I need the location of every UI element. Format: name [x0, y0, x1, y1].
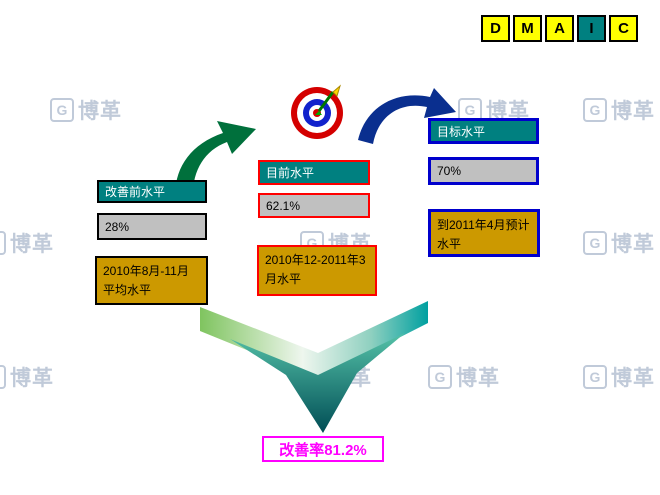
bogee-watermark: G博革 — [0, 362, 54, 392]
before-level-period: 2010年8月-11月平均水平 — [95, 256, 208, 305]
dmaic-phase-bar: D M A I C — [481, 15, 638, 42]
bogee-logo-icon: G — [0, 231, 6, 255]
dmaic-letter-c: C — [609, 15, 638, 42]
before-level-title: 改善前水平 — [97, 180, 207, 203]
target-level-value: 70% — [428, 157, 539, 185]
bogee-logo-icon: G — [583, 98, 607, 122]
bogee-logo-icon: G — [0, 365, 6, 389]
dmaic-letter-d: D — [481, 15, 510, 42]
target-level-title: 目标水平 — [428, 118, 539, 144]
curved-arrow-blue-icon — [358, 88, 456, 144]
improvement-rate-label: 改善率81.2% — [279, 441, 367, 459]
bogee-watermark: G博革 — [0, 228, 54, 258]
bogee-logo-icon: G — [583, 231, 607, 255]
current-level-title: 目前水平 — [258, 160, 370, 185]
big-down-arrow-icon — [200, 301, 428, 433]
bogee-logo-icon: G — [50, 98, 74, 122]
current-level-period: 2010年12-2011年3月水平 — [257, 245, 377, 296]
current-level-value: 62.1% — [258, 193, 370, 218]
target-level-period: 到2011年4月预计水平 — [428, 209, 540, 257]
dmaic-letter-a: A — [545, 15, 574, 42]
bogee-logo-icon: G — [583, 365, 607, 389]
target-bullseye-icon — [291, 84, 343, 139]
dmaic-letter-i: I — [577, 15, 606, 42]
curved-arrow-green-icon — [175, 121, 256, 202]
improvement-rate-box: 改善率81.2% — [262, 436, 384, 462]
before-level-value: 28% — [97, 213, 207, 240]
dmaic-letter-m: M — [513, 15, 542, 42]
